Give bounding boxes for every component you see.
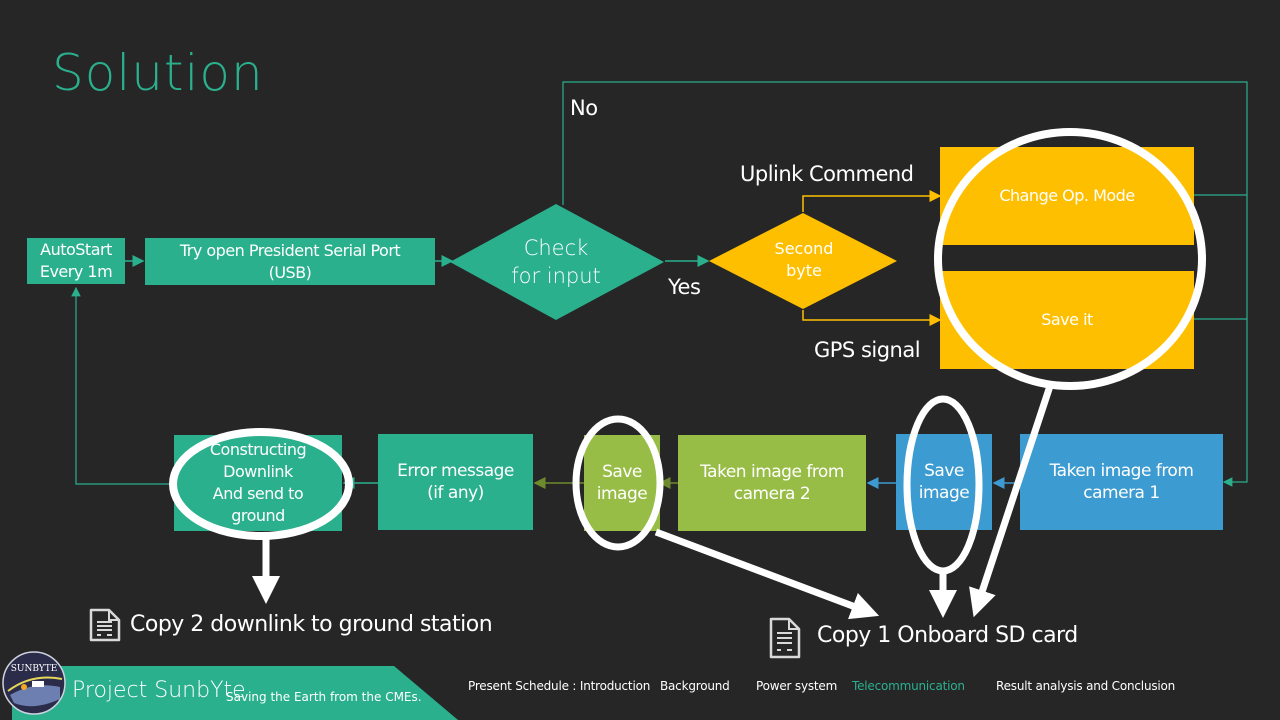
- edge-label-uplink-command: Uplink Commend: [740, 162, 914, 186]
- node-construct-downlink: Constructing Downlink And send to ground: [174, 435, 342, 531]
- node-change-op-mode: Change Op. Mode: [940, 147, 1194, 245]
- node-save-image-1: Save image: [896, 434, 992, 530]
- node-check-input-diamond: [450, 204, 664, 320]
- edge-label-no: No: [570, 96, 598, 120]
- node-check-input-label: Check for input: [511, 236, 601, 288]
- nav-telecommunication[interactable]: Telecommunication: [852, 679, 965, 693]
- node-error-message: Error message (if any): [378, 434, 533, 530]
- node-autostart: AutoStart Every 1m: [27, 238, 125, 284]
- node-camera-2: Taken image from camera 2: [678, 435, 866, 531]
- slide-title: Solution: [52, 44, 264, 102]
- footer-divider-line: [330, 667, 387, 720]
- node-camera-1: Taken image from camera 1: [1020, 434, 1223, 530]
- copy2-label: Copy 2 downlink to ground station: [130, 612, 493, 637]
- edge-label-gps-signal: GPS signal: [814, 338, 921, 362]
- node-second-byte-diamond: [709, 213, 897, 309]
- node-second-byte-label: Second byte: [774, 239, 834, 280]
- document-icon: [769, 617, 801, 659]
- nav-power-system[interactable]: Power system: [756, 679, 838, 693]
- document-icon: [89, 608, 121, 642]
- edge-uplink: [802, 190, 942, 212]
- footer-project-title: Project SunbYte: [72, 678, 246, 703]
- footer-tagline: Saving the Earth from the CMEs.: [226, 690, 422, 704]
- edge-label-yes: Yes: [668, 275, 701, 299]
- svg-text:SUNBYTE: SUNBYTE: [11, 664, 58, 674]
- footer-band: [12, 666, 458, 720]
- sunbyte-logo: SUNBYTE: [2, 651, 66, 715]
- node-save-image-2: Save image: [584, 435, 660, 531]
- nav-result-analysis[interactable]: Result analysis and Conclusion: [996, 679, 1176, 693]
- copy1-label: Copy 1 Onboard SD card: [817, 623, 1078, 648]
- node-save-it: Save it: [940, 271, 1194, 369]
- edge-downlink-autostart: [71, 286, 174, 485]
- edge-no-loop: [562, 81, 1248, 487]
- node-open-serial-port: Try open President Serial Port (USB): [145, 238, 435, 285]
- nav-background[interactable]: Background: [660, 679, 730, 693]
- edge-gps: [802, 310, 942, 326]
- nav-introduction[interactable]: Present Schedule : Introduction: [468, 679, 651, 693]
